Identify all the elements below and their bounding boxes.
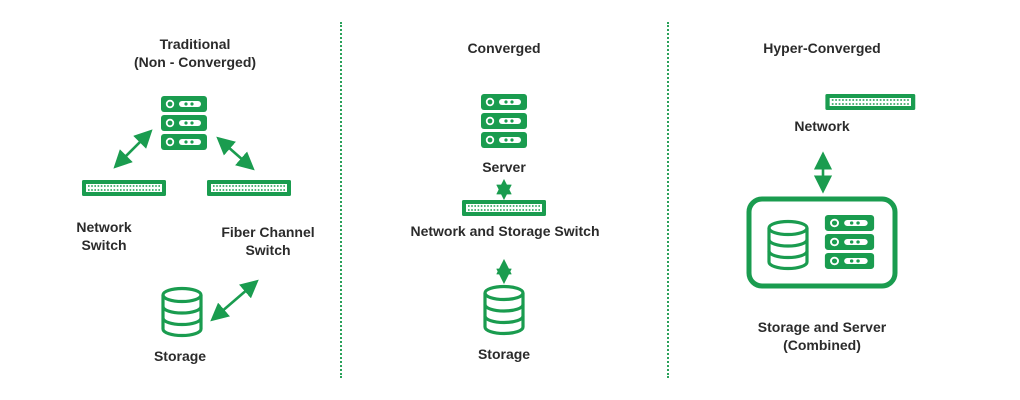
network-switch-label-line1: Network xyxy=(76,219,132,235)
switch-icon xyxy=(206,179,292,197)
switch-icon xyxy=(461,199,547,217)
hyper-converged-network-label: Network xyxy=(794,118,850,134)
traditional-title-line2: (Non - Converged) xyxy=(133,54,257,70)
network-switch-label: Network Switch xyxy=(54,218,154,254)
converged-title: Converged xyxy=(467,40,541,56)
fiber-channel-switch-label: Fiber Channel Switch xyxy=(208,223,328,259)
combined-label-line1: Storage and Server xyxy=(757,319,887,335)
section-divider xyxy=(667,22,669,378)
bidirectional-arrow-icon xyxy=(216,136,255,171)
switch-icon xyxy=(81,179,167,197)
combined-label: Storage and Server (Combined) xyxy=(732,318,912,354)
server-icon xyxy=(481,94,527,148)
bidirectional-arrow-icon xyxy=(210,279,259,322)
hyper-converged-title: Hyper-Converged xyxy=(763,40,881,56)
database-icon xyxy=(483,284,525,336)
traditional-title-line1: Traditional xyxy=(159,36,231,52)
switch-icon xyxy=(824,93,917,111)
section-divider xyxy=(340,22,342,378)
server-icon xyxy=(161,96,207,150)
bidirectional-arrow-icon xyxy=(113,129,153,169)
traditional-storage-label: Storage xyxy=(153,348,207,364)
converged-server-label: Server xyxy=(482,159,526,175)
database-icon xyxy=(161,286,203,338)
combined-appliance-icon xyxy=(746,196,898,289)
fiber-channel-switch-label-line1: Fiber Channel xyxy=(221,224,315,240)
fiber-channel-switch-label-line2: Switch xyxy=(245,242,291,258)
server-icon xyxy=(824,215,875,269)
converged-switch-label: Network and Storage Switch xyxy=(410,223,600,239)
database-icon xyxy=(767,219,809,271)
combined-label-line2: (Combined) xyxy=(783,337,861,353)
network-switch-label-line2: Switch xyxy=(81,237,127,253)
traditional-title: Traditional (Non - Converged) xyxy=(110,35,280,71)
converged-storage-label: Storage xyxy=(477,346,531,362)
